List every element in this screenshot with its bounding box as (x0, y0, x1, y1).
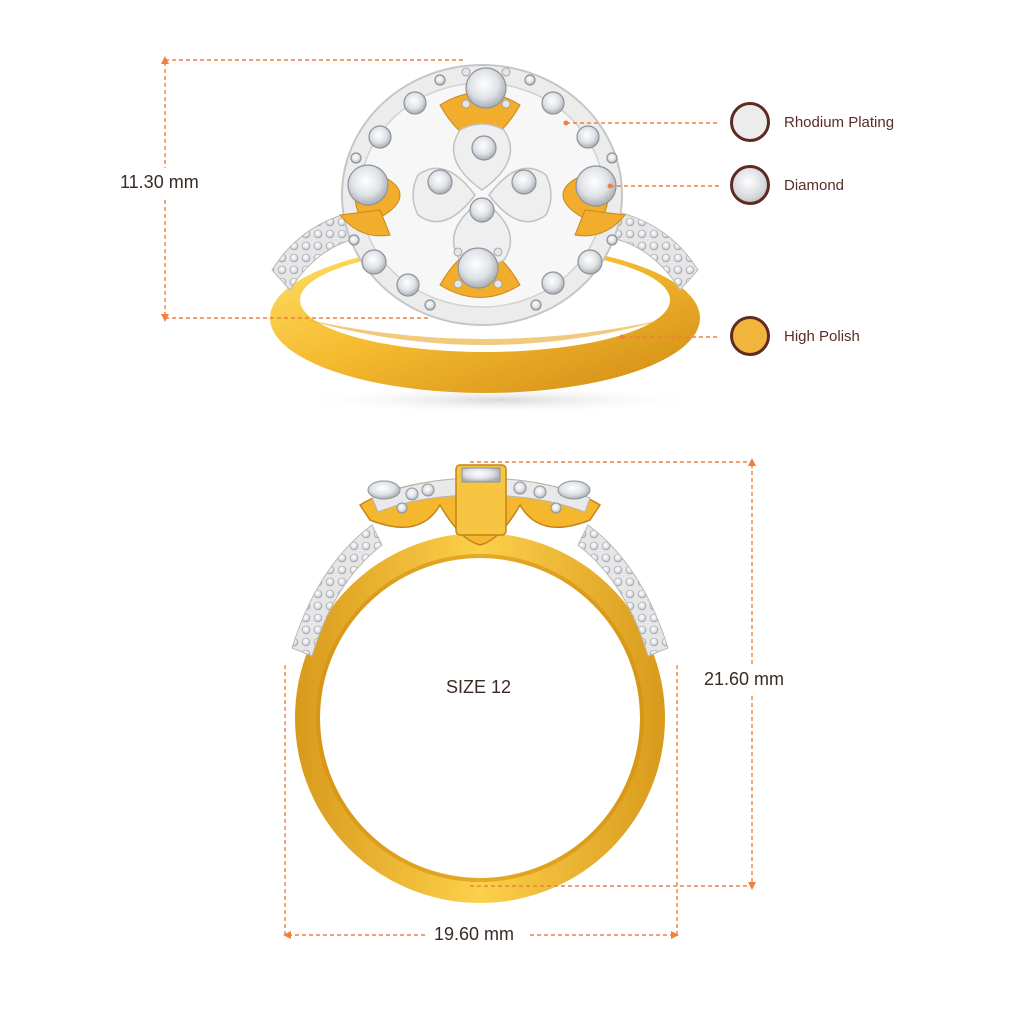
legend-label-diamond: Diamond (784, 177, 845, 194)
legend-label-high-polish: High Polish (784, 328, 860, 345)
side-view-ring (291, 464, 669, 903)
rhodium-plating-swatch (730, 102, 770, 142)
high-polish-swatch (730, 316, 770, 356)
side-height-dimension-label: 21.60 mm (704, 669, 785, 690)
side-width-dimension-label: 19.60 mm (434, 924, 515, 945)
top-view-ring (270, 64, 700, 414)
diamond-swatch (730, 165, 770, 205)
top-height-dimension-label: 11.30 mm (120, 172, 199, 193)
legend-label-rhodium-plating: Rhodium Plating (784, 114, 895, 131)
dimension-lines (164, 59, 753, 936)
ring-size-label: SIZE 12 (446, 677, 512, 697)
